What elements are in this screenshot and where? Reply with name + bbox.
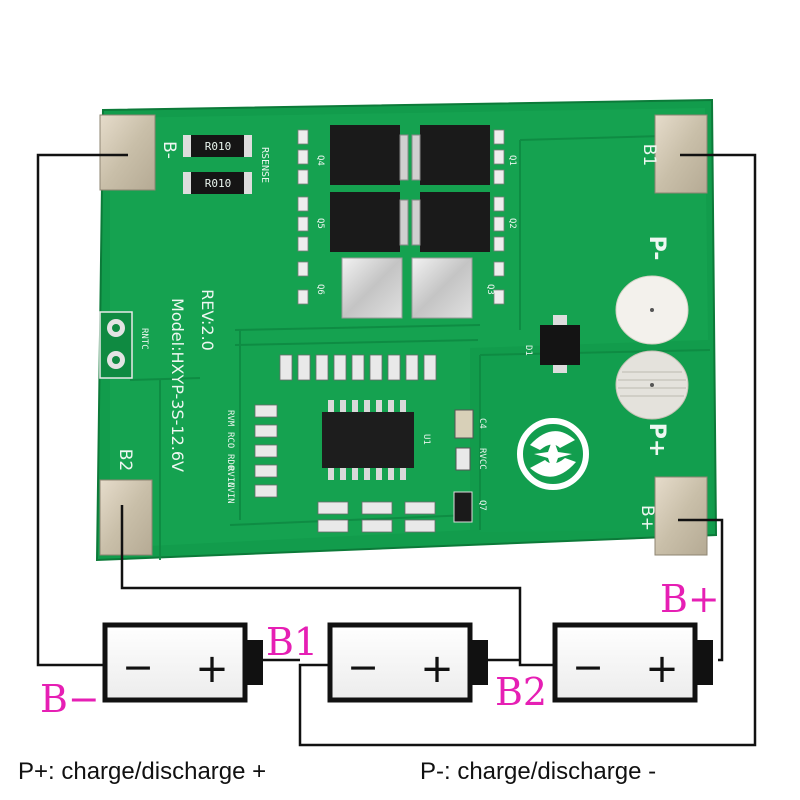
- pad-b2: B2: [99, 449, 153, 556]
- smd-column-left: RVM RCO RDO RVIN CVIN: [225, 404, 278, 504]
- label-b-plus: B+: [660, 577, 720, 621]
- mosfet-array: Q4 Q5 Q6 Q1 Q2 Q3: [297, 125, 517, 319]
- caption-p-minus: P-: charge/discharge -: [420, 758, 657, 785]
- battery-3: − +: [552, 622, 713, 703]
- rco-label: RCO: [225, 432, 235, 448]
- pad-p-minus-label: P-: [644, 236, 669, 261]
- wire-b-minus: [36, 153, 128, 667]
- rsense-label: RSENSE: [259, 147, 270, 183]
- mosfet-q5-label: Q5: [315, 218, 325, 229]
- wire-b-plus: [678, 518, 724, 662]
- pad-b2-label: B2: [115, 449, 135, 471]
- rntc-label: RNTC: [139, 328, 149, 350]
- battery-2: − +: [327, 622, 488, 703]
- mosfet-q1-label: Q1: [507, 155, 517, 166]
- wire-b1: [298, 153, 757, 747]
- mosfet-q4-label: Q4: [315, 155, 325, 166]
- wiring: [36, 153, 757, 747]
- model-label: Model:HXYP-3S-12.6V: [168, 298, 187, 472]
- rvcc-label: RVCC: [477, 448, 487, 470]
- sense-resistor-1: R010: [183, 135, 252, 157]
- rvin-label: RVIN: [225, 466, 235, 488]
- ic-label: U1: [421, 434, 431, 445]
- battery-3-minus: −: [572, 645, 604, 689]
- mosfet-q3-label: Q3: [485, 284, 495, 295]
- cvin-label: CVIN: [225, 482, 235, 504]
- pad-b1-label: B1: [639, 144, 659, 166]
- pad-p-plus: P+: [615, 350, 689, 458]
- pad-b-plus: B+: [637, 476, 708, 556]
- label-b-minus: B−: [40, 677, 100, 721]
- battery-2-minus: −: [347, 645, 379, 689]
- smd-row-top: [279, 354, 437, 381]
- battery-1-plus: +: [195, 646, 229, 692]
- label-b2: B2: [495, 670, 547, 714]
- wire-b2: [120, 505, 555, 667]
- mosfet-q2-label: Q2: [507, 218, 517, 229]
- sense-resistor-2-code: R010: [205, 177, 232, 190]
- battery-2-plus: +: [420, 646, 454, 692]
- rvm-label: RVM: [225, 410, 235, 427]
- pad-b-minus-label: B-: [159, 141, 179, 159]
- control-ic-u1: U1: [322, 400, 431, 480]
- mosfet-q6-label: Q6: [315, 284, 325, 295]
- pad-p-plus-label: P+: [644, 423, 669, 458]
- diode-d1: D1: [523, 315, 580, 373]
- caption-p-plus: P+: charge/discharge +: [18, 758, 267, 785]
- battery-1: − +: [102, 622, 263, 703]
- battery-1-minus: −: [122, 645, 154, 689]
- q7-label: Q7: [477, 500, 487, 511]
- pad-b-minus: B-: [99, 114, 179, 191]
- label-b1: B1: [266, 620, 318, 664]
- sense-resistor-2: R010: [183, 172, 252, 194]
- rdo-label: RDO: [225, 454, 235, 470]
- diode-label: D1: [523, 345, 533, 356]
- pad-b-plus-label: B+: [637, 505, 657, 531]
- sense-resistor-1-code: R010: [205, 140, 232, 153]
- c4-label: C4: [477, 418, 487, 429]
- pad-p-minus: P-: [615, 236, 689, 345]
- ntc-header: RNTC: [99, 311, 149, 379]
- manufacturer-logo-icon: [517, 418, 589, 490]
- battery-3-plus: +: [645, 646, 679, 692]
- smd-right-group: C4 RVCC Q7: [453, 409, 487, 523]
- smd-row-bottom: [317, 501, 436, 533]
- rev-label: REV:2.0: [198, 289, 217, 351]
